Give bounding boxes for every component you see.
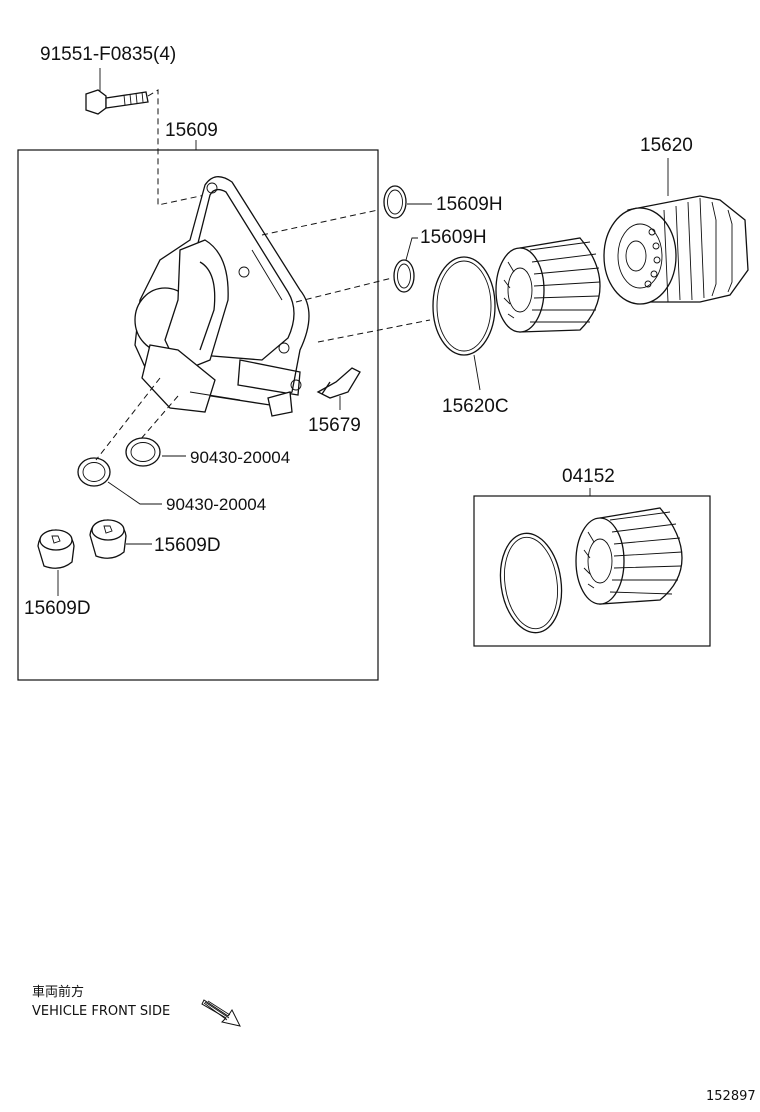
dash-to-gasket: [317, 319, 431, 343]
clip-part[interactable]: 15679: [308, 367, 361, 436]
label-plug-right: 15609D: [154, 535, 221, 556]
vehicle-front-note: 車両前方 VEHICLE FRONT SIDE: [32, 984, 241, 1027]
figure-id: 152897: [706, 1089, 756, 1104]
oring-b-part[interactable]: 90430-20004: [77, 457, 266, 514]
leader-oring-b: [107, 481, 162, 505]
housing-assembly-box: [17, 149, 379, 681]
oil-filter-housing[interactable]: [134, 176, 310, 417]
label-oring-a: 90430-20004: [190, 448, 290, 467]
label-bolt: 91551-F0835(4): [40, 44, 176, 65]
label-plug-left: 15609D: [24, 598, 91, 619]
label-clip: 15679: [308, 415, 361, 436]
front-note-en: VEHICLE FRONT SIDE: [32, 1004, 170, 1019]
oring-h-upper-part[interactable]: 15609H: [383, 185, 503, 219]
label-gasket: 15620C: [442, 396, 509, 417]
filter-kit-oring[interactable]: [494, 529, 567, 636]
front-direction-arrow-icon: [201, 999, 241, 1027]
leader-gasket: [473, 354, 481, 391]
filter-kit-box: [473, 495, 711, 647]
bolt-shank: [105, 91, 149, 109]
bolt-dash-line: [147, 89, 206, 206]
front-note-jp: 車両前方: [32, 984, 84, 1000]
filter-cap-part[interactable]: 15620: [603, 135, 749, 305]
filter-element-upper[interactable]: [495, 237, 601, 333]
filter-kit-element[interactable]: [575, 507, 683, 605]
plug-right-part[interactable]: 15609D: [89, 519, 221, 559]
label-oring-b: 90430-20004: [166, 495, 266, 514]
dash-to-oring-h-upper: [261, 209, 379, 236]
oring-h-lower-part[interactable]: 15609H: [393, 227, 487, 293]
dash-to-oring-b: [95, 377, 161, 461]
label-cap: 15620: [640, 135, 693, 156]
label-oring-h-upper: 15609H: [436, 194, 503, 215]
gasket-part[interactable]: 15620C: [432, 256, 509, 417]
plug-left-part[interactable]: 15609D: [24, 529, 91, 619]
oring-a-part[interactable]: 90430-20004: [125, 437, 290, 467]
label-filter-kit: 04152: [562, 466, 615, 487]
bolt-head: [85, 89, 107, 115]
label-housing: 15609: [165, 120, 218, 141]
dash-to-oring-h-lower: [295, 277, 393, 303]
bolt-part[interactable]: 91551-F0835(4): [40, 44, 206, 206]
label-oring-h-lower: 15609H: [420, 227, 487, 248]
leader-oring-h-lower: [405, 237, 418, 261]
